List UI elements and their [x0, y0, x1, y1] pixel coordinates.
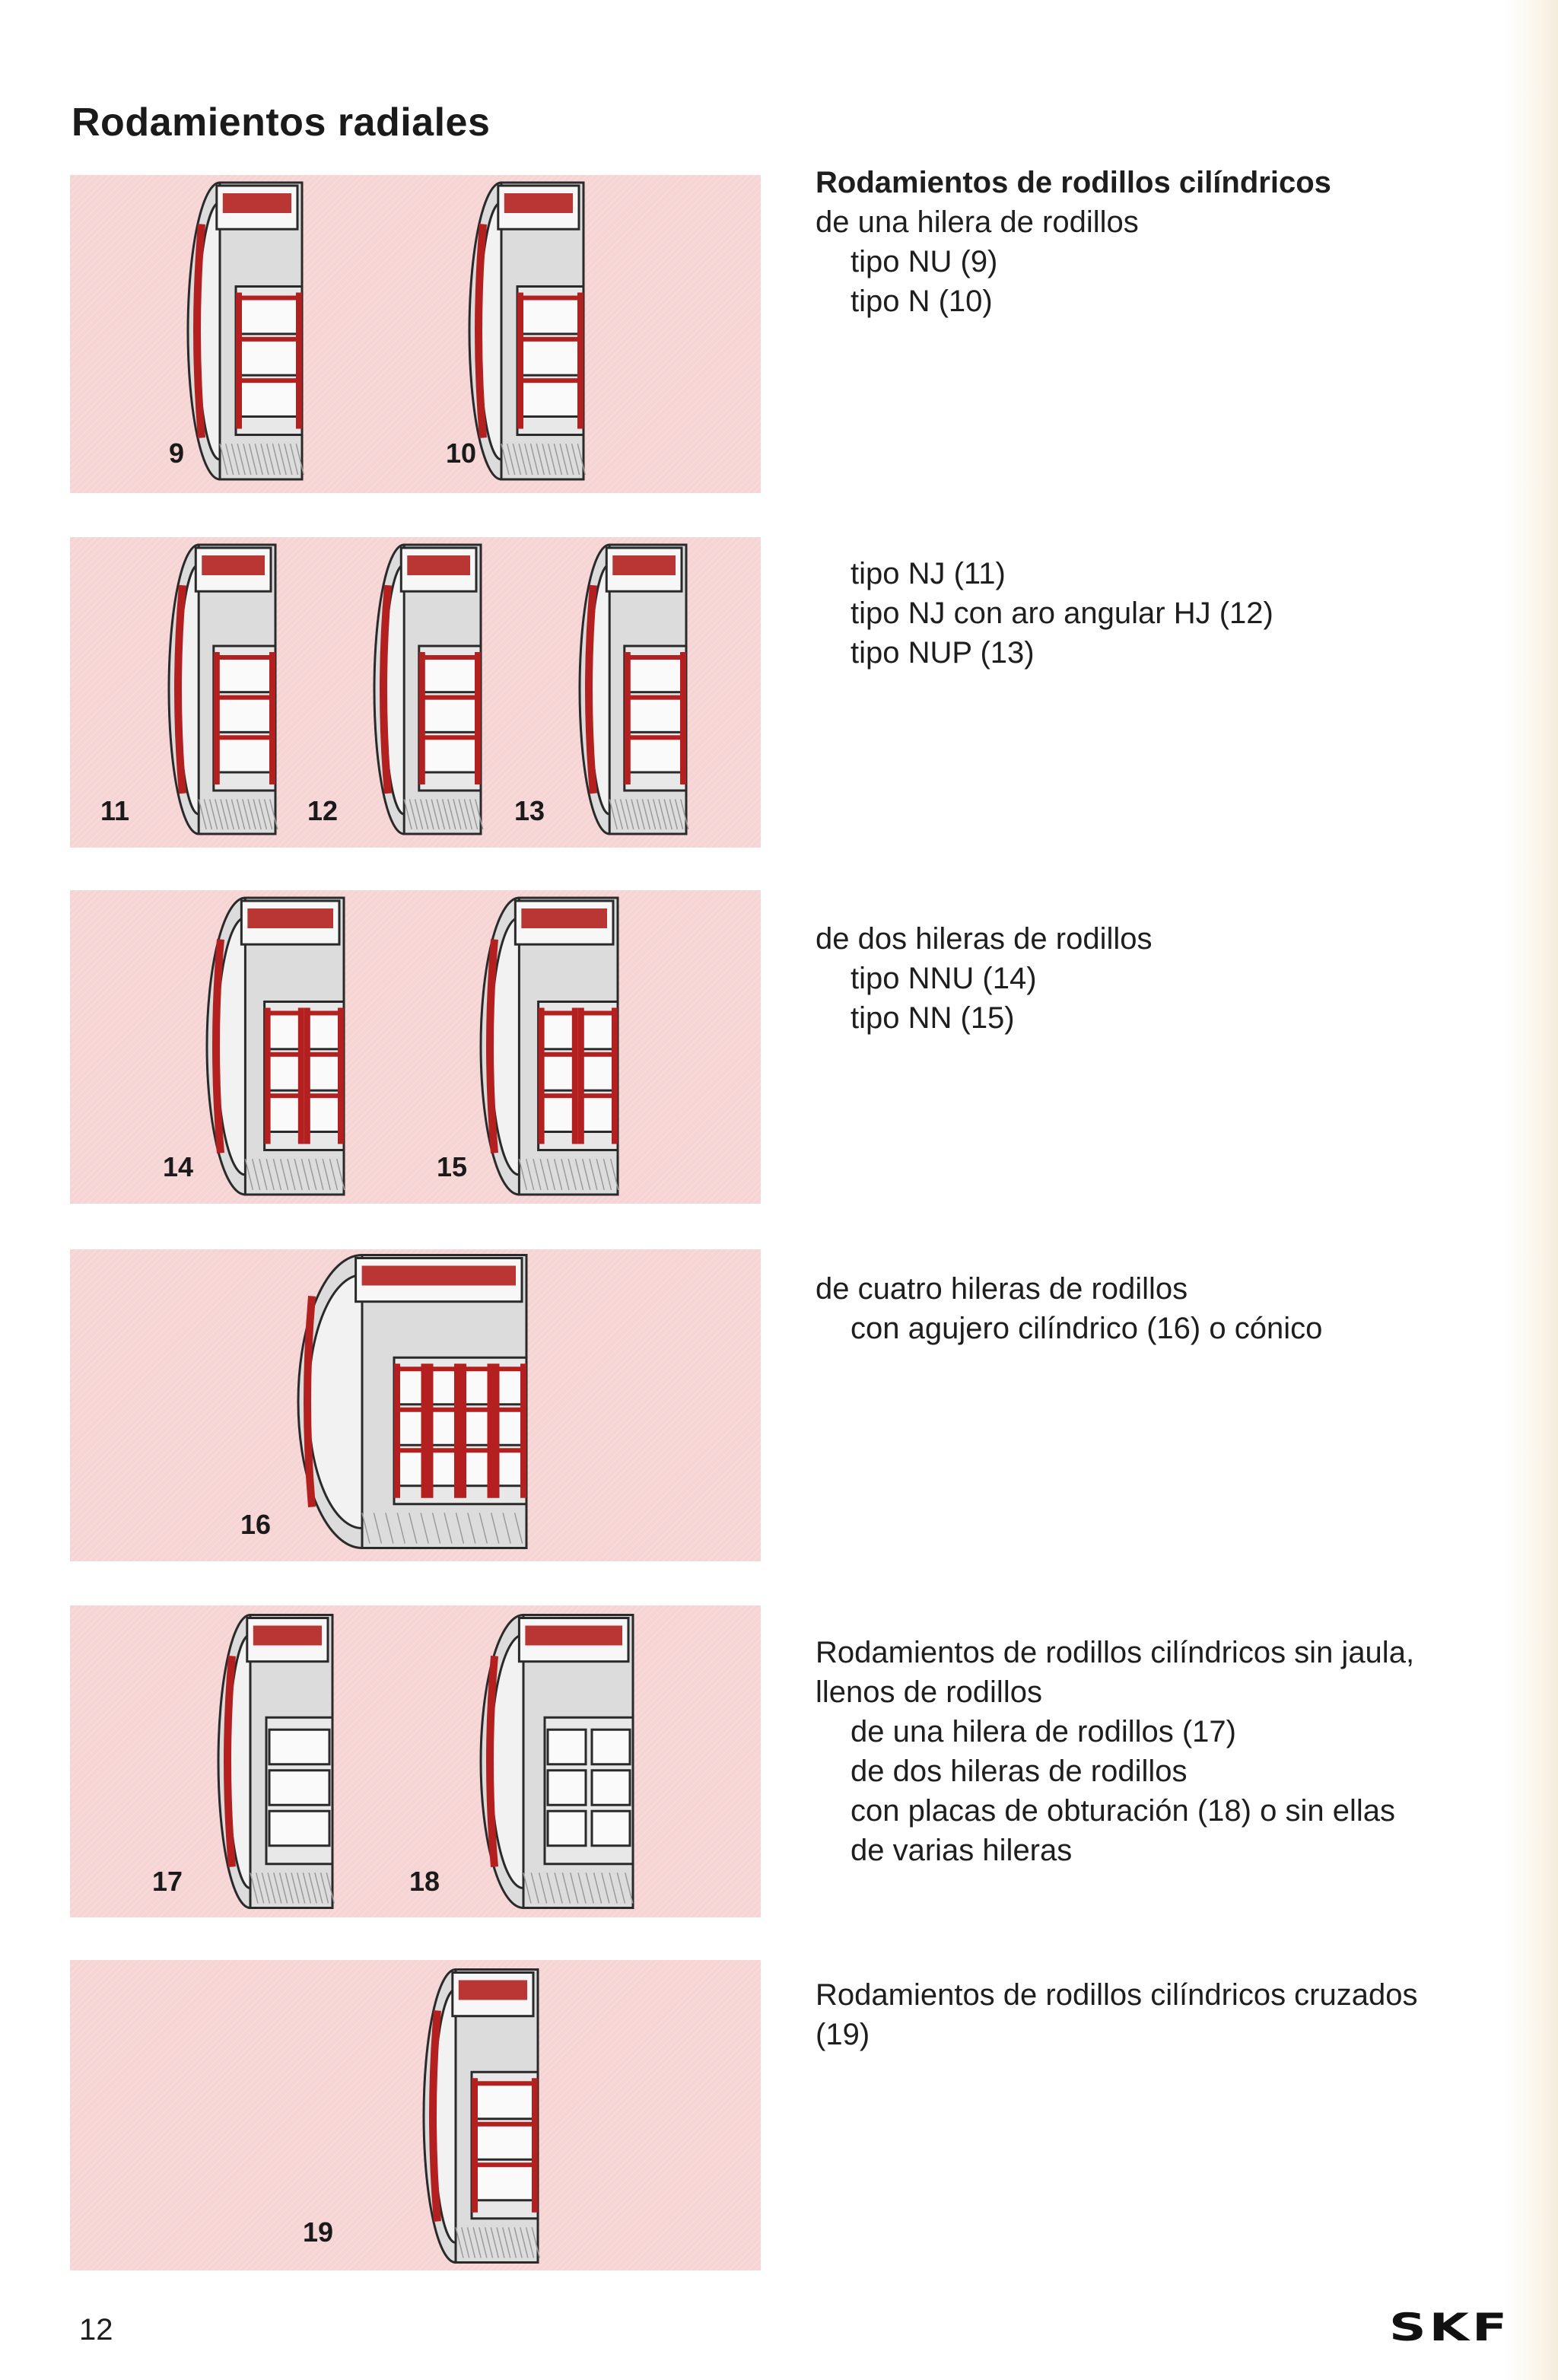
figure-panel-17-18: 17 18 — [70, 1605, 761, 1917]
figure-number-10: 10 — [446, 438, 477, 469]
desc-line: tipo NJ (11) — [851, 557, 1006, 590]
figure-number-16: 16 — [240, 1509, 272, 1540]
desc-line: tipo N (10) — [851, 285, 993, 318]
figure-number-18: 18 — [409, 1866, 440, 1897]
desc-line: Rodamientos de rodillos cilíndricos cruz… — [816, 1978, 1418, 2012]
figure-panel-19: 19 — [70, 1960, 761, 2270]
bearing-figure-10 — [468, 181, 587, 481]
bearing-illustration-19 — [422, 1968, 541, 2264]
desc-line: tipo NNU (14) — [851, 962, 1037, 995]
figure-number-17: 17 — [152, 1866, 183, 1897]
page-edge-shading — [1505, 0, 1558, 2380]
page-number: 12 — [79, 2313, 113, 2347]
section-heading: Rodamientos de rodillos cilíndricos — [816, 166, 1331, 199]
desc-line: (19) — [816, 2018, 870, 2051]
figure-number-12: 12 — [307, 795, 339, 826]
desc-line: de dos hileras de rodillos — [816, 922, 1153, 956]
bearing-figure-19 — [422, 1968, 541, 2264]
bearing-figure-15 — [479, 896, 619, 1196]
bearing-illustration-11-13 — [167, 543, 689, 835]
bearing-figure-16 — [297, 1254, 528, 1549]
desc-line: de una hilera de rodillos (17) — [851, 1715, 1236, 1748]
desc-line: tipo NN (15) — [851, 1001, 1015, 1035]
figure-number-9: 9 — [169, 438, 185, 469]
figure-panel-14-15: 14 15 — [70, 890, 761, 1204]
desc-line: de dos hileras de rodillos — [851, 1755, 1188, 1788]
section-2-description: tipo NJ (11) tipo NJ con aro angular HJ … — [816, 554, 1273, 673]
figure-panel-11-13: 11 12 13 — [70, 537, 761, 848]
desc-line: tipo NU (9) — [851, 245, 998, 278]
bearing-figure-9 — [186, 181, 305, 481]
bearing-illustration-17-18 — [217, 1614, 634, 1909]
desc-line: de cuatro hileras de rodillos — [816, 1272, 1188, 1306]
desc-line: Rodamientos de rodillos cilíndricos sin … — [816, 1636, 1415, 1669]
figure-number-15: 15 — [437, 1151, 468, 1182]
page-title: Rodamientos radiales — [72, 100, 491, 145]
section-1-description: Rodamientos de rodillos cilíndricos de u… — [816, 163, 1331, 321]
bearing-figure-12 — [373, 543, 484, 835]
section-6-description: Rodamientos de rodillos cilíndricos cruz… — [816, 1975, 1417, 2054]
figure-number-11: 11 — [100, 795, 130, 826]
figure-number-14: 14 — [163, 1151, 194, 1182]
desc-line: llenos de rodillos — [816, 1675, 1042, 1709]
bearing-figure-11 — [167, 543, 278, 835]
bearing-figure-18 — [479, 1614, 634, 1909]
figure-panel-16: 16 — [70, 1249, 761, 1561]
bearing-figure-17 — [217, 1614, 335, 1909]
bearing-figure-14 — [205, 896, 345, 1196]
skf-logo: SKF — [1389, 2305, 1511, 2350]
figure-number-19: 19 — [303, 2216, 334, 2248]
bearing-illustration-16 — [297, 1254, 528, 1549]
figure-panel-9-10: 9 10 — [70, 175, 761, 493]
desc-line: de varias hileras — [851, 1834, 1073, 1867]
section-5-description: Rodamientos de rodillos cilíndricos sin … — [816, 1633, 1414, 1870]
desc-line: tipo NUP (13) — [851, 636, 1035, 670]
bearing-illustration-14-15 — [205, 896, 619, 1196]
figure-number-13: 13 — [514, 795, 545, 826]
section-3-description: de dos hileras de rodillos tipo NNU (14)… — [816, 919, 1152, 1038]
desc-line: con placas de obturación (18) o sin ella… — [851, 1794, 1395, 1828]
bearing-figure-13 — [578, 543, 689, 835]
section-4-description: de cuatro hileras de rodillos con agujer… — [816, 1269, 1322, 1348]
bearing-illustration-9-10 — [186, 181, 587, 481]
desc-line: tipo NJ con aro angular HJ (12) — [851, 597, 1273, 630]
desc-line: con agujero cilíndrico (16) o cónico — [851, 1312, 1323, 1345]
desc-line: de una hilera de rodillos — [816, 205, 1139, 239]
